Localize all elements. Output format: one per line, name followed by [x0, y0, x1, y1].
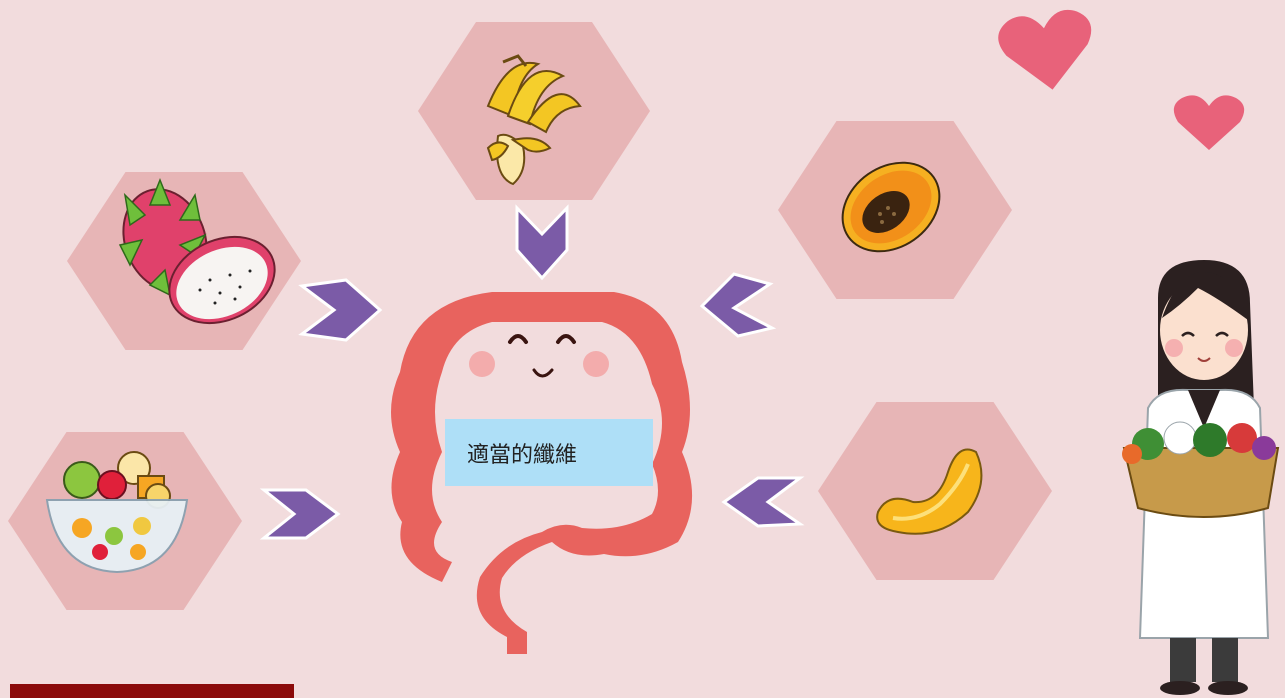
chevron-right-icon: [300, 278, 384, 342]
mandarin-segment-icon: [868, 432, 988, 542]
papaya-icon: [836, 152, 946, 262]
chevron-down-icon: [513, 206, 571, 282]
chevron-left-icon: [722, 472, 802, 530]
center-label-text: 適當的纖維: [467, 437, 577, 469]
heart-icon: [998, 10, 1096, 92]
center-label: 適當的纖維: [445, 419, 653, 486]
banana-icon: [468, 36, 588, 186]
doctor-with-vegetable-basket-icon: [1118, 258, 1284, 696]
heart-icon: [1172, 94, 1246, 152]
chevron-left-icon: [698, 270, 774, 340]
fruit-salad-icon: [42, 440, 192, 580]
bottom-accent-bar: [10, 684, 294, 698]
dragon-fruit-icon: [110, 175, 280, 335]
chevron-right-icon: [262, 486, 342, 542]
